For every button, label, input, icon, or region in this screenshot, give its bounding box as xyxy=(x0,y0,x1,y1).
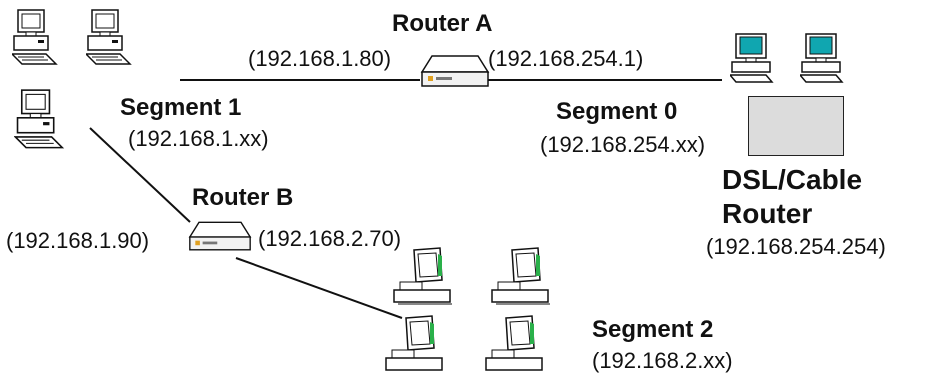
dsl-router-label-line1: DSL/Cable xyxy=(722,164,863,195)
router-b-label: Router B xyxy=(192,184,294,211)
segment-0-label: Segment 0 xyxy=(556,98,678,125)
router-a-right-ip: (192.168.254.1) xyxy=(488,46,644,71)
router-a-label: Router A xyxy=(392,10,493,37)
router-b-right-ip: (192.168.2.70) xyxy=(258,226,402,251)
desktop-computer-icon xyxy=(14,89,65,149)
router-icon xyxy=(420,55,490,87)
segment-2-link-b xyxy=(235,257,403,319)
desktop-computer-icon xyxy=(800,33,844,83)
desktop-computer-icon xyxy=(86,9,132,65)
workstation-icon xyxy=(393,247,452,305)
workstation-icon xyxy=(491,247,550,305)
segment-2-label: Segment 2 xyxy=(592,316,714,343)
workstation-icon xyxy=(485,315,543,371)
segment-1-subnet: (192.168.1.xx) xyxy=(128,126,269,151)
router-icon xyxy=(188,221,252,251)
dsl-cable-router-box xyxy=(748,96,844,156)
desktop-computer-icon xyxy=(730,33,774,83)
desktop-computer-icon xyxy=(12,9,58,65)
router-b-left-ip: (192.168.1.90) xyxy=(6,228,150,253)
dsl-router-ip: (192.168.254.254) xyxy=(706,234,886,259)
segment-0-subnet: (192.168.254.xx) xyxy=(540,132,706,157)
segment-1-link-b xyxy=(89,127,191,223)
router-a-left-ip: (192.168.1.80) xyxy=(248,46,392,71)
segment-1-label: Segment 1 xyxy=(120,94,242,121)
workstation-icon xyxy=(385,315,443,371)
dsl-router-label-line2: Router xyxy=(722,198,813,229)
segment-2-subnet: (192.168.2.xx) xyxy=(592,348,733,373)
